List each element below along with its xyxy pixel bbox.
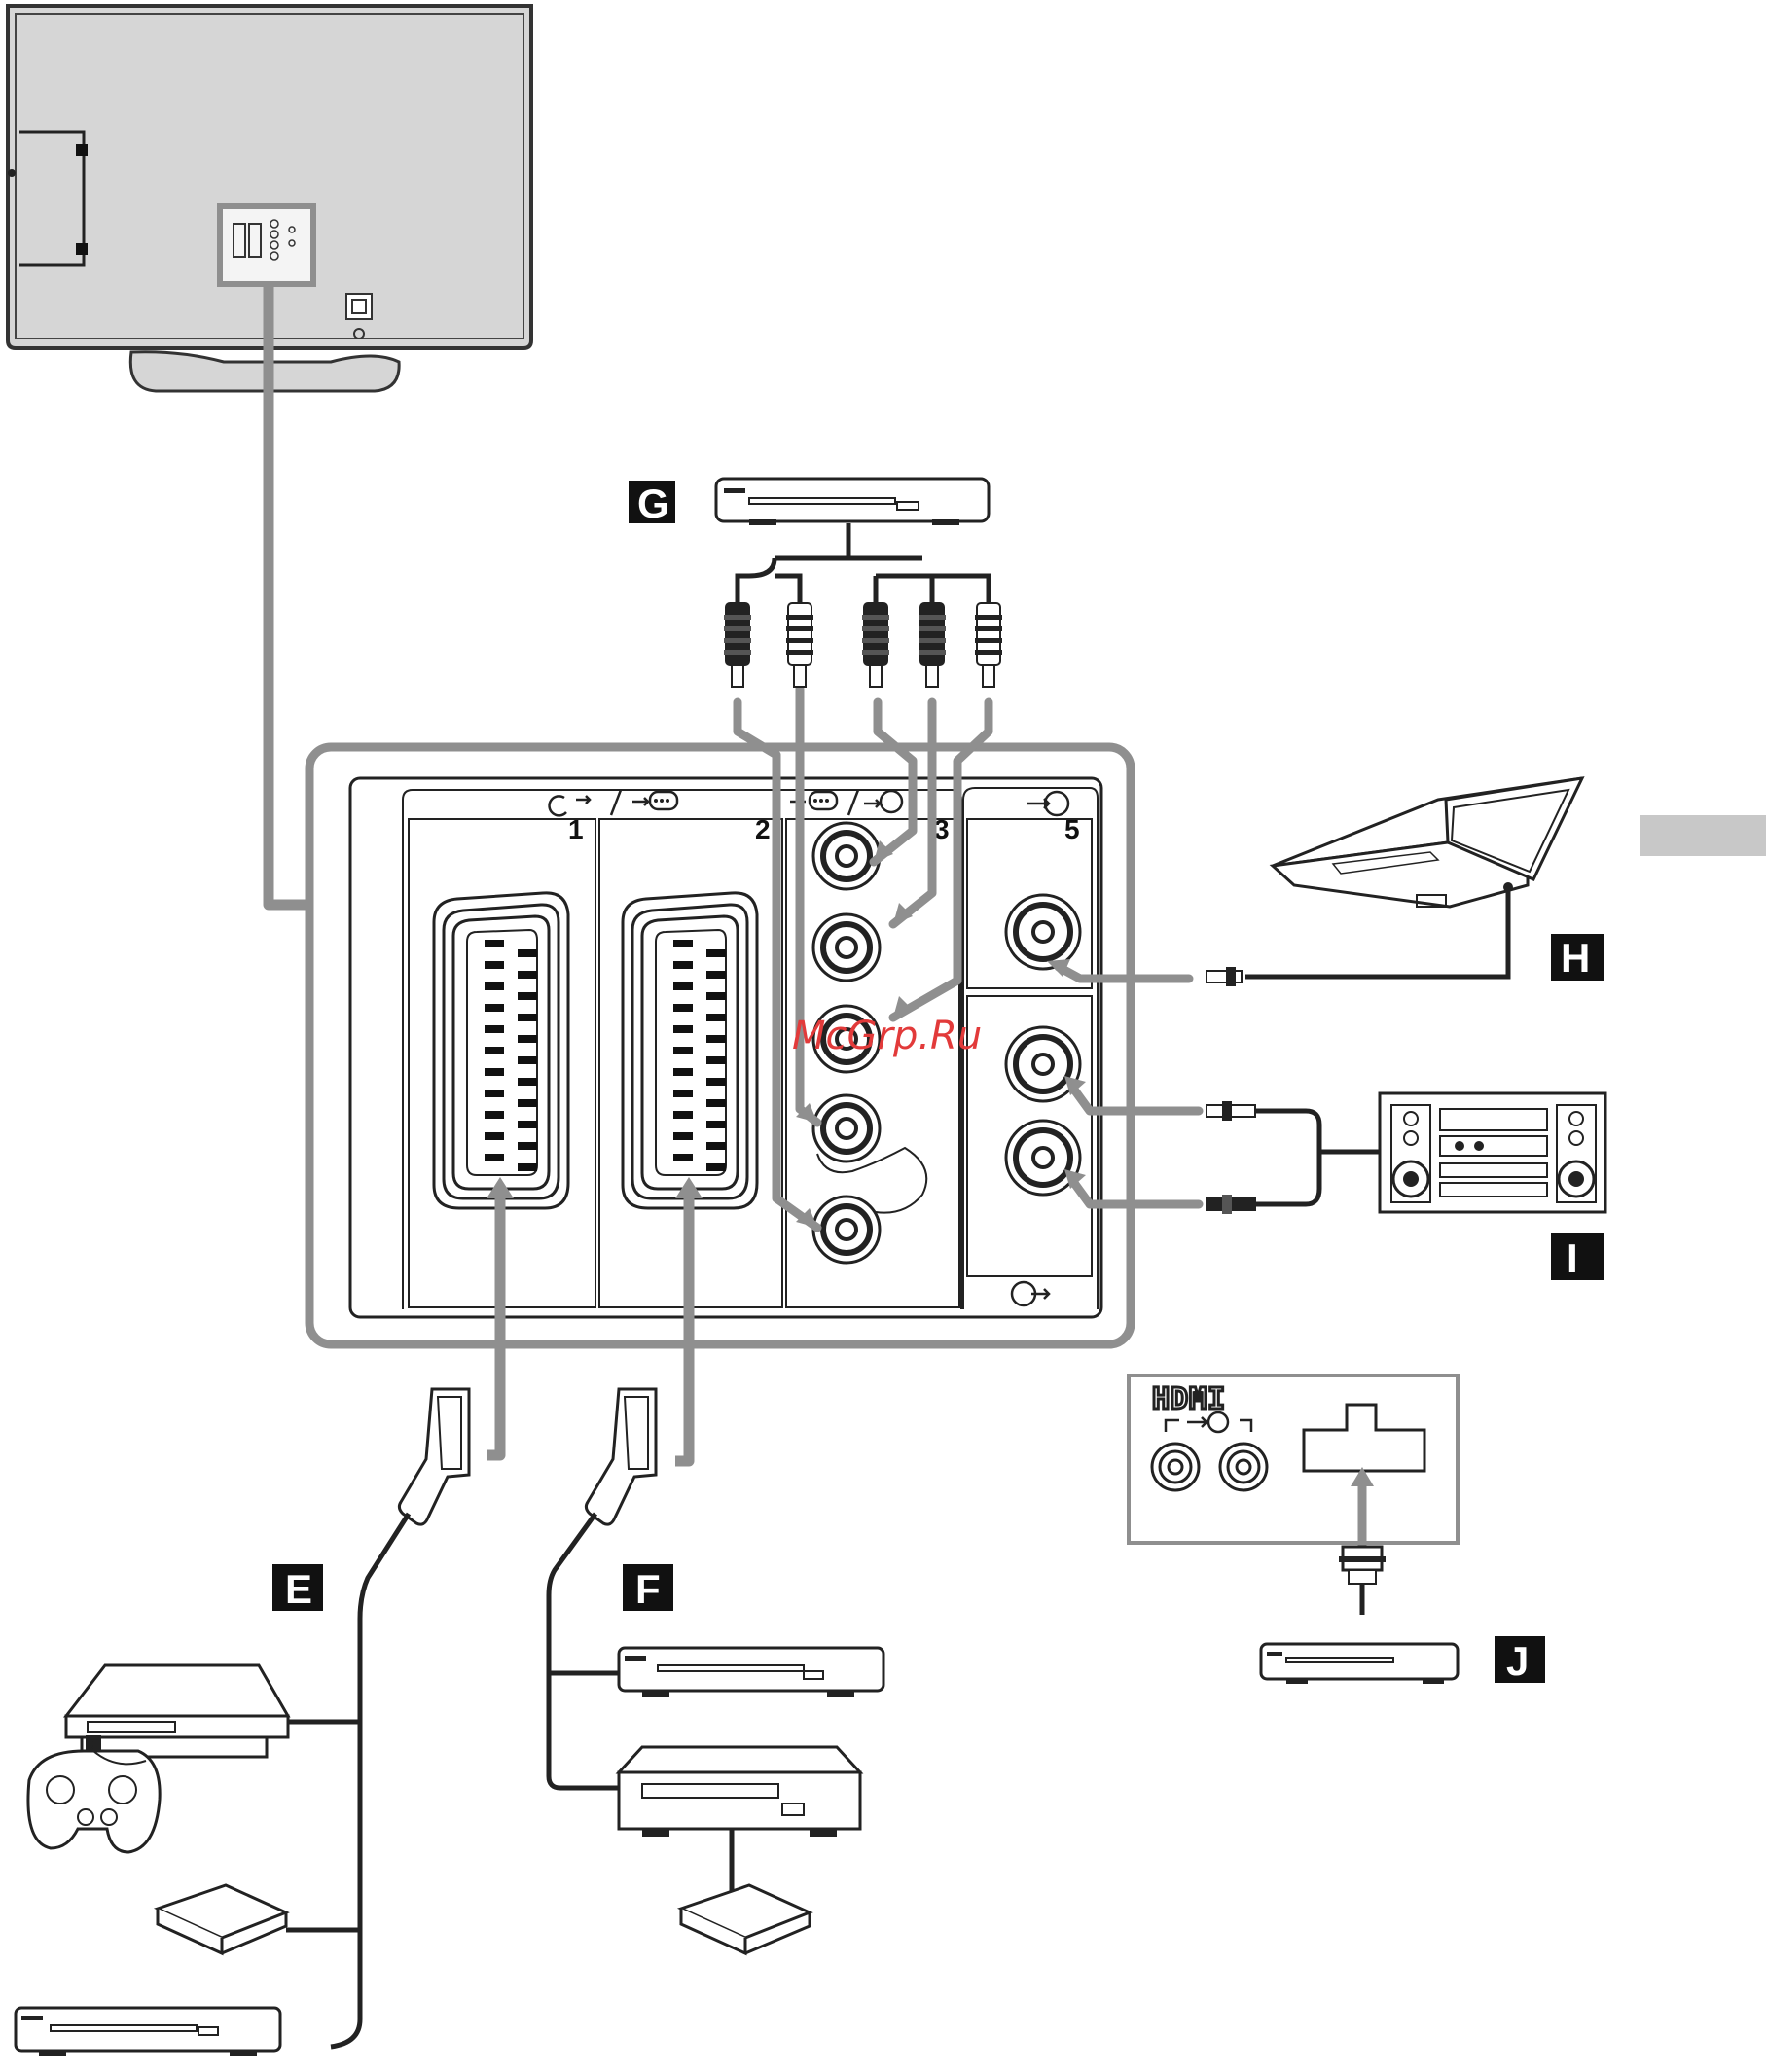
scart-pin [485,1132,504,1140]
scart-pin [706,1056,726,1064]
rca-jack-icon[interactable] [1006,895,1080,969]
scart-pin [706,1142,726,1150]
decoder-icon [681,1885,810,1953]
scart-pin [518,1142,537,1150]
scart-pin [485,1025,504,1033]
rca-jack-icon[interactable] [813,914,880,981]
scart-pin [706,1035,726,1043]
scart-pin [485,1154,504,1161]
rca-jack-icon[interactable] [813,1197,880,1263]
scart-pin [706,971,726,979]
scart-pin [485,940,504,947]
scart-pin [518,971,537,979]
dvd-player-icon [16,2008,280,2056]
g-cable-harness [738,523,989,603]
scart-pin [706,1121,726,1128]
laptop-icon [1273,778,1582,907]
hdmi-plug [1339,1547,1386,1615]
label-e: E [285,1566,312,1612]
h-cable [1245,891,1508,977]
dvd-player-icon [716,479,989,525]
scart-pin [485,961,504,969]
port-number-5: 5 [1064,814,1080,844]
rca-plug-icon [862,603,889,687]
rca-plug-icon [724,603,751,687]
scart-pin [706,992,726,1000]
dvd-player-icon [619,1648,883,1697]
scart-pin [518,1014,537,1021]
decoder-icon [158,1885,362,1953]
scart-pin [485,982,504,990]
scart-pin [673,982,693,990]
rca-jack-icon[interactable] [813,1095,880,1161]
label-i: I [1567,1235,1578,1281]
scart-pin [518,1099,537,1107]
scart-socket-icon [623,893,757,1208]
rca-plug-icon [919,603,946,687]
game-console-icon [28,1665,362,1852]
scart-pin [485,1111,504,1119]
scart-pin [518,1163,537,1171]
scart-pin [706,1078,726,1086]
stereo-icon [1380,1093,1605,1212]
scart-pin [673,1132,693,1140]
watermark: McGrp.Ru [792,1014,982,1058]
scart-pin [485,1068,504,1076]
scart-pin [673,1154,693,1161]
scart-pin [673,1068,693,1076]
scart-pin [673,1111,693,1119]
label-g: G [637,481,669,526]
scart-pin [518,949,537,957]
rca-jack-group-5 [1006,895,1080,1195]
hdmi-panel: HDMI [1129,1375,1458,1543]
scart-pin [518,1078,537,1086]
scart-pin [518,992,537,1000]
scart-pin [518,1121,537,1128]
scart-pin [673,1090,693,1097]
side-tab [1640,815,1766,856]
rca-jack-icon[interactable] [813,823,880,889]
hdmi-logo: HDMI [1152,1382,1226,1416]
rca-plug-icon [975,603,1002,687]
scart-pin [485,1090,504,1097]
scart-pin [706,1099,726,1107]
scart-pin [673,961,693,969]
dvd-player-icon [1261,1644,1458,1684]
scart-pin [706,1014,726,1021]
vcr-icon [619,1747,860,1897]
scart-pin [673,1004,693,1012]
scart-pin [518,1056,537,1064]
i-cable [1255,1111,1380,1204]
scart-socket-icon [434,893,568,1208]
label-h: H [1561,935,1590,981]
scart-pin [673,940,693,947]
scart-pin [485,1004,504,1012]
port-number-1: 1 [568,814,584,844]
rca-plug-group-g [724,603,1002,687]
scart-pin [706,949,726,957]
scart-pin [706,1163,726,1171]
label-f: F [635,1566,661,1612]
rca-plug-icon [786,603,813,687]
port-number-2: 2 [755,814,771,844]
scart-pin [673,1047,693,1054]
scart-pin [518,1035,537,1043]
scart-plug-icon [331,1389,469,2047]
scart-pin [485,1047,504,1054]
scart-pin [673,1025,693,1033]
label-j: J [1506,1638,1529,1684]
